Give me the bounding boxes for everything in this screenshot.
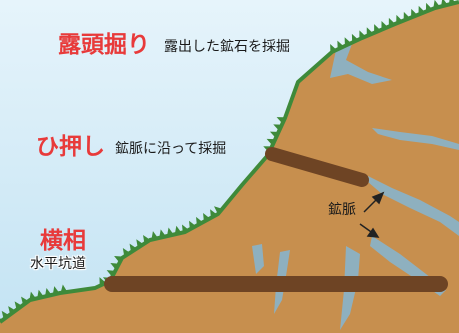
grass-tuft — [52, 286, 59, 294]
grass-tuft — [210, 209, 217, 217]
grass-tuft — [136, 239, 143, 247]
surface-grass-line — [0, 0, 459, 324]
grass-tuft — [1, 310, 9, 319]
grass-tuft — [448, 0, 455, 4]
label-outcrop-desc: 露出した鉱石を採掘 — [164, 39, 290, 55]
grass-tuft — [29, 291, 36, 300]
grass-tuft — [276, 117, 285, 123]
grass-tuft — [182, 224, 188, 233]
grass-tuft — [129, 243, 136, 252]
grass-tuft — [99, 277, 106, 285]
label-vein: 鉱脈 — [328, 202, 356, 218]
grass-tuft — [14, 301, 22, 309]
vein-outcrop — [330, 44, 392, 84]
grass-tuft — [266, 138, 275, 145]
grass-tuft — [388, 17, 395, 26]
grass-tuft — [21, 296, 28, 305]
grass-tuft — [396, 14, 402, 23]
grass-tuft — [8, 306, 15, 314]
grass-tuft — [174, 225, 181, 234]
label-adit-desc: 水平坑道 — [30, 256, 86, 272]
grass-tuft — [425, 2, 432, 11]
grass-tuft — [433, 0, 440, 8]
grass-tuft — [114, 255, 122, 262]
grass-tuft — [203, 213, 210, 221]
grass-tuft — [330, 44, 336, 52]
grass-tuft — [151, 231, 158, 239]
vein-middle — [368, 176, 459, 236]
grass-tuft — [344, 37, 351, 45]
grass-tuft — [110, 263, 118, 269]
vein-arrows — [359, 191, 385, 238]
grass-tuft — [351, 33, 358, 42]
grass-tuft — [213, 206, 222, 214]
grass-tuft — [273, 124, 281, 131]
grass-tuft — [418, 5, 425, 14]
grass-tuft — [269, 131, 278, 138]
grass-tuft — [60, 284, 67, 292]
label-outcrop-title: 露頭掘り — [58, 32, 150, 58]
grass-tuft — [45, 287, 52, 296]
label-adit-title: 横相 — [40, 228, 86, 254]
vein-lower-2 — [252, 244, 264, 274]
grass-tuft — [189, 220, 196, 229]
grass-tuft — [37, 289, 44, 298]
label-vein-follow-desc: 鉱脈に沿って採掘 — [115, 141, 227, 157]
tunnel-vein-follow — [265, 147, 369, 187]
grass-tuft — [374, 24, 380, 32]
grass-tuft — [143, 234, 150, 243]
grass-tuft — [337, 40, 344, 49]
grass-tuft — [0, 318, 2, 321]
vein-upper — [372, 128, 459, 150]
label-vein-follow-title: ひ押し — [36, 134, 105, 160]
grass-tuft — [106, 270, 115, 277]
grass-tuft — [441, 0, 448, 6]
arrow-down-head — [366, 227, 380, 238]
grass-tuft — [381, 21, 387, 29]
grass-tuft — [167, 227, 174, 236]
grass-tuft — [403, 11, 410, 20]
grass-tuft — [411, 8, 417, 17]
grass-tuft — [122, 247, 130, 256]
arrow-up-head — [371, 191, 385, 205]
grass-tuft — [366, 27, 373, 35]
grass-tuft — [196, 216, 203, 225]
grass-tuft — [159, 229, 166, 237]
grass-tuft — [359, 30, 365, 39]
